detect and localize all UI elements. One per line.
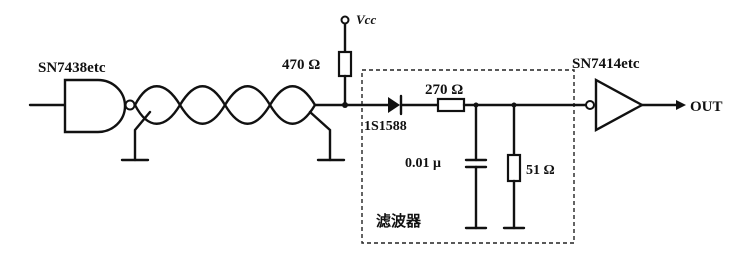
output-arrow-icon — [676, 100, 686, 110]
series-resistor — [436, 97, 466, 113]
left-ground-lead — [133, 110, 152, 162]
shunt-resistor — [506, 153, 522, 183]
twisted-pair-wire-a — [133, 85, 347, 125]
series-resistor-label: 270 Ω — [425, 82, 463, 98]
diode-label: 1S1588 — [364, 119, 407, 134]
vcc-label: Vcc — [356, 12, 376, 27]
schmitt-buffer-symbol — [594, 77, 645, 133]
capacitor-label: 0.01 μ — [405, 156, 441, 171]
shunt-resistor-label: 51 Ω — [526, 163, 555, 178]
nand-gate-symbol — [63, 78, 127, 134]
receiver-label: SN7414etc — [572, 56, 640, 72]
pullup-resistor-label: 470 Ω — [282, 57, 320, 73]
pullup-resistor — [337, 50, 353, 78]
right-ground-lead — [308, 110, 332, 162]
output-label: OUT — [690, 99, 723, 115]
filter-box-label: 滤波器 — [376, 212, 422, 230]
filter-enclosure — [361, 69, 575, 244]
nand-inversion-bubble — [124, 99, 136, 111]
diode-symbol — [388, 97, 400, 113]
driver-gate-label: SN7438etc — [38, 60, 106, 76]
vcc-terminal — [340, 15, 350, 25]
receiver-input-bubble — [585, 100, 595, 110]
twisted-pair-wire-b — [133, 85, 317, 125]
